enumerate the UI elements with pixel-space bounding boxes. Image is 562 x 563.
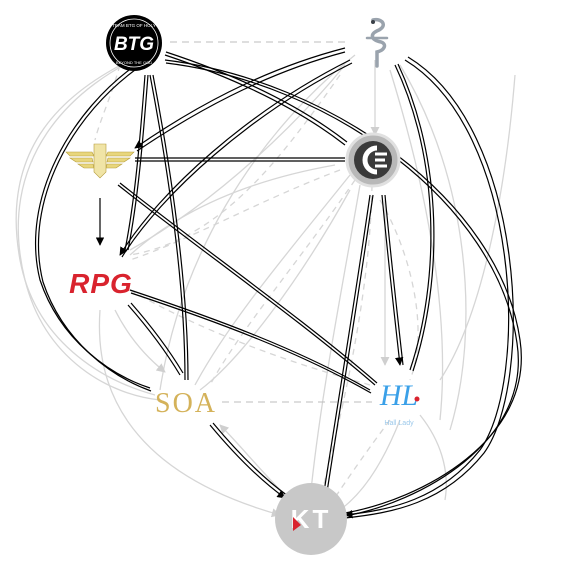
edge-btg-soa-b [152, 74, 189, 381]
hl-subtitle: Hall Lady [384, 420, 414, 427]
gray-edge [98, 309, 281, 518]
edge-btg-rpg [124, 74, 146, 251]
gray-edge [419, 414, 447, 501]
edge-rpg-soa [127, 304, 181, 376]
kt-label: KT [291, 504, 332, 534]
edge-btg-rpg-b [127, 74, 149, 251]
node-soa[interactable]: SOA [155, 388, 217, 419]
edge-serpent-hl-b [397, 63, 435, 372]
gray-edge [159, 54, 356, 391]
gray-edge [209, 179, 356, 386]
edge-rpg-soa-b [130, 302, 184, 374]
edge-btg-ce-b [165, 51, 348, 143]
gray-edge [129, 289, 371, 386]
edge-ce-kt [321, 194, 371, 506]
edge-serpent-wings-b [136, 51, 346, 152]
gray-edge [199, 189, 351, 391]
edge-wings-hl [117, 184, 376, 386]
edge-serpent-kt-b [344, 56, 514, 519]
btg-ring-top: TEAM BTG OF HOLY [112, 23, 156, 28]
wings-icon [65, 143, 135, 179]
serpent-icon [365, 17, 389, 68]
node-wings[interactable] [65, 143, 135, 179]
gray-edge [17, 49, 161, 401]
edge-btg-kt [164, 59, 522, 514]
node-kt[interactable]: KT [275, 483, 347, 555]
gray-edge [309, 184, 361, 501]
btg-label: BTG [114, 34, 154, 55]
gray-edge [194, 174, 351, 386]
soa-label: SOA [155, 388, 217, 419]
dashed-edges [170, 41, 372, 403]
edge-soa-kt [209, 424, 286, 499]
edge-btg-soa [149, 74, 186, 381]
edge-ce-kt-b [324, 194, 374, 506]
edge-btg-soa-arc [35, 61, 151, 389]
gray-edge [129, 169, 341, 261]
node-rpg[interactable]: RPG [69, 268, 133, 299]
gray-edge [379, 199, 419, 381]
gray-edge [399, 64, 467, 431]
edge-btg-kt-b [165, 62, 519, 517]
gray-edge [129, 164, 336, 256]
node-ce[interactable] [345, 132, 401, 188]
edge-rpg-hl [129, 289, 371, 391]
edge-btg-soa-arc-b [37, 64, 152, 392]
edge-serpent-hl [394, 64, 432, 371]
btg-ring-bottom: BEYOND THE GOD [116, 60, 152, 65]
rpg-label: RPG [69, 268, 133, 299]
edge-serpent-kt [344, 59, 510, 519]
edge-btg-ce [164, 54, 346, 146]
gray-edges [15, 49, 516, 518]
node-hl[interactable]: HL Hall Lady [379, 379, 420, 427]
gray-edge [94, 64, 121, 141]
gray-edge [219, 424, 286, 496]
gray-edge [339, 419, 401, 511]
edge-soa-kt-b [212, 422, 289, 497]
hl-label: HL [379, 379, 418, 412]
gray-edge [114, 309, 166, 373]
gray-edge [329, 419, 391, 506]
kt-logo [275, 483, 347, 555]
edge-wings-hl-b [119, 182, 378, 384]
black-edges [35, 47, 522, 519]
edge-ce-hl [381, 194, 404, 366]
hl-dot [414, 396, 420, 402]
gray-edge [319, 184, 373, 501]
edge-serpent-rpg [119, 59, 351, 256]
edge-serpent-rpg-b [121, 62, 353, 258]
btg-logo [106, 15, 162, 71]
node-serpent[interactable] [365, 17, 389, 68]
gray-edge [15, 51, 156, 396]
gray-edge [439, 74, 516, 381]
edge-ce-hl-b [384, 194, 404, 366]
node-btg[interactable]: BTG TEAM BTG OF HOLY BEYOND THE GOD [106, 15, 162, 71]
edge-serpent-wings [134, 47, 346, 149]
edge-rpg-hl-b [130, 292, 372, 394]
